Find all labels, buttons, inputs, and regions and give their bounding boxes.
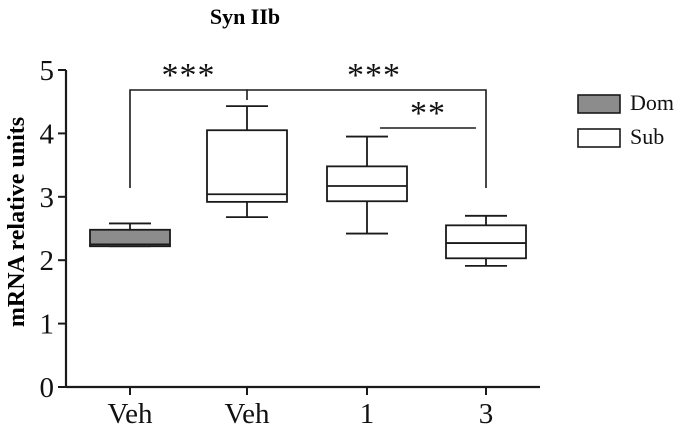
chart-title: Syn IIb <box>210 4 280 29</box>
x-tick-label: 1 <box>360 398 375 429</box>
box-iqr <box>206 129 288 203</box>
significance-label: *** <box>162 57 216 94</box>
box-iqr <box>89 228 171 248</box>
legend-item-dom: Dom <box>577 90 674 115</box>
x-tick-label: Veh <box>224 398 270 429</box>
bracket-line <box>247 89 487 188</box>
bracket-line <box>129 89 248 188</box>
y-axis-label: mRNA relative units <box>4 117 30 327</box>
x-tick-label: Veh <box>107 398 153 429</box>
box-sub-2 <box>326 135 408 235</box>
boxes <box>89 105 527 267</box>
significance-label: ** <box>410 95 446 132</box>
y-tick-label: 5 <box>40 55 55 87</box>
legend-swatch <box>577 94 621 114</box>
legend-label: Dom <box>630 90 674 115</box>
box-iqr <box>326 165 408 203</box>
y-tick-label: 3 <box>40 182 55 214</box>
significance-brackets: ******** <box>129 57 487 188</box>
significance-bracket-1: *** <box>129 57 248 188</box>
y-tick-label: 4 <box>40 118 55 150</box>
significance-label: *** <box>347 57 401 94</box>
box-dom-0 <box>89 222 171 248</box>
y-tick-label: 2 <box>40 245 55 277</box>
y-tick-label: 0 <box>40 372 55 404</box>
significance-bracket-3: ** <box>380 95 476 132</box>
box-iqr <box>445 224 527 260</box>
y-tick-label: 1 <box>40 309 55 341</box>
legend-label: Sub <box>630 124 664 149</box>
x-tick-label: 3 <box>479 398 494 429</box>
significance-bracket-2: *** <box>247 57 487 188</box>
box-sub-3 <box>445 214 527 267</box>
legend-item-sub: Sub <box>577 124 664 149</box>
box-sub-1 <box>206 105 288 218</box>
legend-swatch <box>577 128 621 148</box>
